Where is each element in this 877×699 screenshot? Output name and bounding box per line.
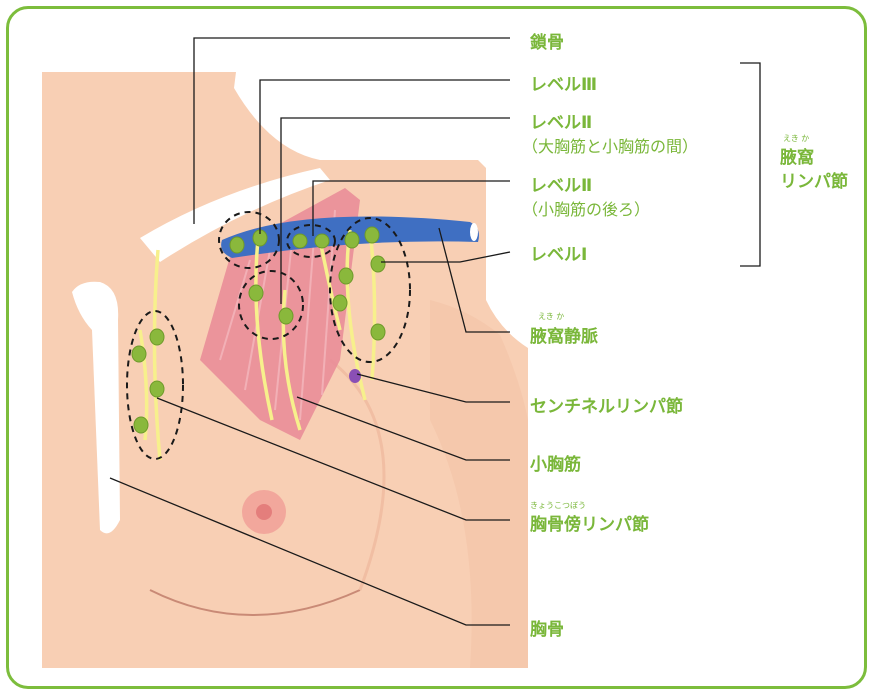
label-axillary-group-1: 腋窩 — [780, 143, 814, 168]
nipple — [256, 504, 272, 520]
label-level3: レベルⅢ — [530, 70, 597, 95]
label-axillary-vein: 腋窩静脈 — [530, 322, 598, 347]
label-axillary-group-2: リンパ節 — [780, 167, 848, 192]
label-parasternal-node: 胸骨傍リンパ節 — [530, 510, 649, 535]
label-pec-minor: 小胸筋 — [530, 450, 581, 475]
label-clavicle: 鎖骨 — [530, 28, 564, 53]
label-level2-behind: レベルⅡ — [530, 171, 592, 196]
label-sentinel-node: センチネルリンパ節 — [530, 392, 683, 417]
label-level1: レベルⅠ — [530, 240, 587, 265]
ruby-axillary-vein: えき か — [538, 311, 564, 322]
label-level2-between: レベルⅡ — [530, 108, 592, 133]
sentinel-node — [349, 369, 361, 383]
vein-end — [470, 223, 478, 241]
label-level2-behind-sub: （小胸筋の後ろ） — [522, 196, 650, 220]
label-level2-between-sub: （大胸筋と小胸筋の間） — [522, 133, 698, 157]
label-sternum: 胸骨 — [530, 615, 564, 640]
